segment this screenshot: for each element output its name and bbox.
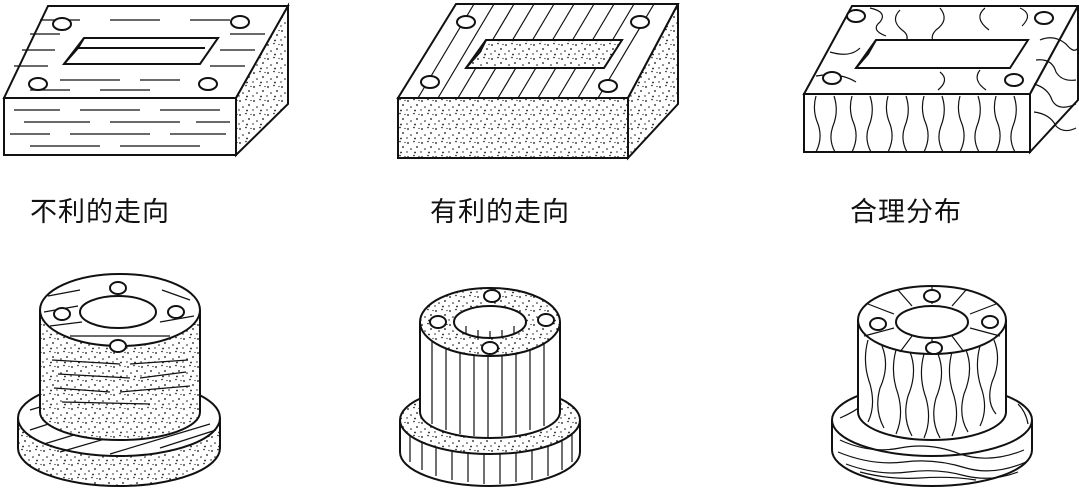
block-favorable (398, 4, 678, 158)
caption-unfavorable: 不利的走向 (30, 190, 170, 229)
caption-favorable: 有利的走向 (430, 190, 570, 229)
flange-reasonable (832, 286, 1032, 486)
flange-favorable (400, 288, 580, 486)
flange-unfavorable (18, 274, 220, 486)
block-unfavorable (4, 6, 288, 155)
block-reasonable (804, 6, 1078, 152)
caption-reasonable: 合理分布 (850, 190, 962, 229)
